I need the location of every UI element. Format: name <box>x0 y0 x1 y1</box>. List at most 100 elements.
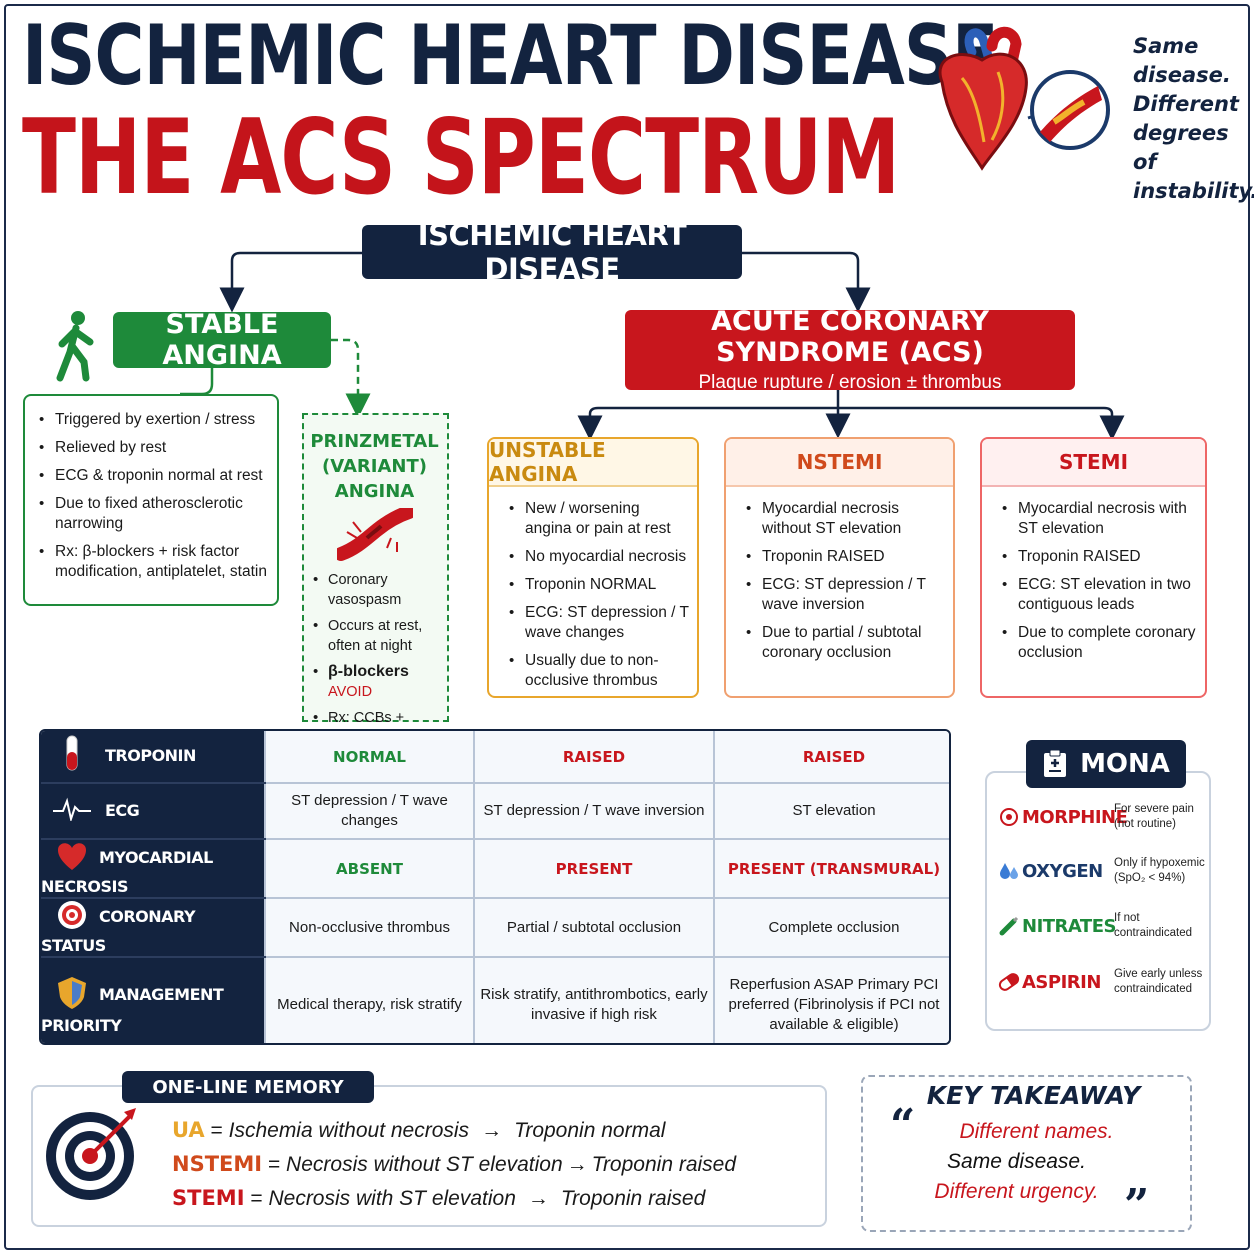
row-label: TROPONIN <box>105 746 196 765</box>
stable-angina-node: STABLE ANGINA <box>113 309 331 371</box>
pain-icon <box>1000 808 1018 826</box>
memory-key: STEMI <box>172 1186 245 1210</box>
mona-item-morphine: MORPHINE For severe pain (not routine) <box>996 797 1206 837</box>
memory-key: UA <box>172 1118 205 1142</box>
list-item: Triggered by exertion / stress <box>31 410 267 430</box>
memory-key: NSTEMI <box>172 1152 263 1176</box>
mona-title: MONA <box>1080 749 1170 779</box>
target-arrow-icon <box>46 1108 136 1200</box>
walking-person-icon <box>56 311 94 382</box>
list-item: Due to fixed atherosclerotic narrowing <box>31 494 267 534</box>
list-item: Due to complete coronary occlusion <box>994 623 1197 663</box>
list-item: Rx: β-blockers + risk factor modificatio… <box>31 542 267 582</box>
unstable-angina-header: UNSTABLE ANGINA <box>489 439 697 487</box>
vasospasm-artery-icon <box>336 508 413 561</box>
table-cell: RAISED <box>474 731 715 784</box>
mona-item-oxygen: OXYGEN Only if hypoxemic (SpO₂ < 94%) <box>996 851 1206 891</box>
heart-icon <box>58 843 86 870</box>
memory-left: Necrosis with ST elevation <box>268 1187 516 1210</box>
memory-right: Troponin normal <box>514 1119 666 1142</box>
table-cell: Non-occlusive thrombus <box>265 898 475 958</box>
list-item: Troponin NORMAL <box>501 575 689 595</box>
table-cell: NORMAL <box>265 731 475 784</box>
list-item: Due to partial / subtotal coronary occlu… <box>738 623 945 663</box>
table-cell: PRESENT <box>474 839 715 899</box>
row-header: ECG <box>41 783 266 840</box>
ihd-node: ISCHEMIC HEART DISEASE <box>362 218 742 286</box>
list-item: ECG: ST elevation in two contiguous lead… <box>994 575 1197 615</box>
list-item: New / worsening angina or pain at rest <box>501 499 689 539</box>
shield-icon <box>58 976 86 1009</box>
clipboard-icon <box>1044 749 1067 777</box>
stemi-header: STEMI <box>982 439 1205 487</box>
takeaway-title: KEY TAKEAWAY <box>926 1081 1141 1110</box>
row-label: MYOCARDIAL NECROSIS <box>41 848 213 896</box>
pill-icon <box>998 973 1020 991</box>
takeaway-line: Different urgency. <box>934 1180 1099 1203</box>
table-cell: ST depression / T wave inversion <box>474 783 715 840</box>
memory-box <box>31 1085 827 1227</box>
takeaway-line: Same disease. <box>947 1150 1086 1173</box>
list-item: Usually due to non-occlusive thrombus <box>501 651 689 691</box>
table-cell: Risk stratify, antithrombotics, early in… <box>474 957 715 1043</box>
table-row: ECG ST depression / T wave changes ST de… <box>41 783 949 840</box>
prinzmetal-angina-box: PRINZMETAL (VARIANT) ANGINA Coronary vas… <box>302 413 449 746</box>
spray-icon <box>999 916 1019 936</box>
memory-left: Ischemia without necrosis <box>228 1119 470 1142</box>
prinzmetal-title: PRINZMETAL (VARIANT) ANGINA <box>310 431 439 502</box>
mona-item-aspirin: ASPIRIN Give early unless contraindicate… <box>996 962 1206 1002</box>
list-item: Occurs at rest, often at night <box>306 616 443 656</box>
table-cell: ST depression / T wave changes <box>265 783 475 840</box>
list-item: Troponin RAISED <box>994 547 1197 567</box>
unstable-angina-box: UNSTABLE ANGINA New / worsening angina o… <box>487 437 699 698</box>
open-quote-icon: “ <box>890 1100 916 1151</box>
mona-item-name: NITRATES <box>1022 915 1116 937</box>
mona-item-name: OXYGEN <box>1022 860 1103 882</box>
oxygen-drops-icon <box>1000 863 1018 879</box>
table-row: MANAGEMENT PRIORITY Medical therapy, ris… <box>41 957 949 1043</box>
memory-right: Troponin raised <box>591 1153 737 1176</box>
list-item: Myocardial necrosis with ST elevation <box>994 499 1197 539</box>
list-item: ECG: ST depression / T wave changes <box>501 603 689 643</box>
list-item: ECG: ST depression / T wave inversion <box>738 575 945 615</box>
table-row: MYOCARDIAL NECROSIS ABSENT PRESENT PRESE… <box>41 839 949 899</box>
mona-item-desc: For severe pain (not routine) <box>1114 803 1194 830</box>
page-subtitle: THE ACS SPECTRUM <box>22 98 900 218</box>
tagline: Same disease. Different degrees of insta… <box>1133 34 1254 203</box>
stable-angina-details: Triggered by exertion / stress Relieved … <box>23 394 279 606</box>
table-cell: PRESENT (TRANSMURAL) <box>714 839 949 899</box>
takeaway-box <box>861 1075 1192 1232</box>
test-tube-icon <box>66 735 78 771</box>
acs-node: ACUTE CORONARY SYNDROME (ACS) Plaque rup… <box>625 306 1075 393</box>
list-item: Relieved by rest <box>31 438 267 458</box>
page-title: ISCHEMIC HEART DISEASE <box>22 8 999 105</box>
table-cell: Partial / subtotal occlusion <box>474 898 715 958</box>
stemi-box: STEMI Myocardial necrosis with ST elevat… <box>980 437 1207 698</box>
table-row: TROPONIN NORMAL RAISED RAISED <box>41 731 949 784</box>
close-quote-icon: ” <box>1124 1180 1150 1231</box>
mona-item-desc: Give early unless contraindicated <box>1114 968 1203 995</box>
row-header: TROPONIN <box>41 731 266 784</box>
mona-item-desc: If not contraindicated <box>1114 912 1192 939</box>
memory-title: ONE-LINE MEMORY <box>122 1071 374 1103</box>
memory-line-ua: UA = Ischemia without necrosis→Troponin … <box>172 1118 666 1142</box>
nstemi-box: NSTEMI Myocardial necrosis without ST el… <box>724 437 955 698</box>
acs-subtitle: Plaque rupture / erosion ± thrombus <box>698 372 1002 393</box>
list-item: Troponin RAISED <box>738 547 945 567</box>
row-label: MANAGEMENT PRIORITY <box>41 984 224 1035</box>
page-frame <box>4 4 1250 1250</box>
row-label: ECG <box>105 800 140 820</box>
beta-blockers-label: β-blockers <box>328 663 409 680</box>
table-cell: Reperfusion ASAP Primary PCI preferred (… <box>714 957 949 1043</box>
row-header: MYOCARDIAL NECROSIS <box>41 839 266 899</box>
row-header: MANAGEMENT PRIORITY <box>41 957 266 1043</box>
mona-item-name: MORPHINE <box>1022 806 1128 828</box>
mona-item-nitrates: NITRATES If not contraindicated <box>996 906 1206 946</box>
row-header: CORONARY STATUS <box>41 898 266 958</box>
comparison-table: TROPONIN NORMAL RAISED RAISED ECG ST dep… <box>39 729 951 1045</box>
acs-label: ACUTE CORONARY SYNDROME (ACS) <box>711 306 989 368</box>
target-icon <box>58 901 86 929</box>
heart-illustration <box>938 26 1110 171</box>
mona-header: MONA <box>1026 740 1186 788</box>
